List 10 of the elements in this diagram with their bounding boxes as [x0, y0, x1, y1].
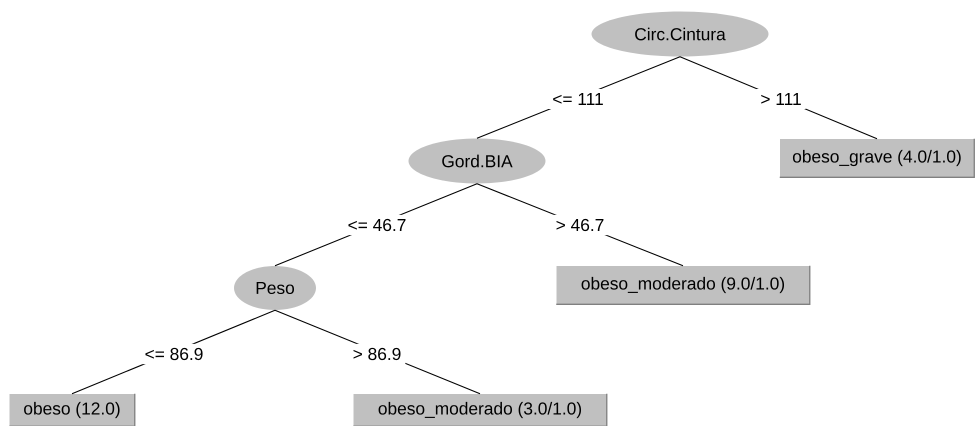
edge-label: <= 111 [548, 89, 608, 109]
edge-label: > 86.9 [348, 344, 406, 364]
edge-label: <= 86.9 [140, 344, 208, 364]
leaf-box: obeso (12.0) [9, 394, 136, 426]
edge-label: > 111 [756, 89, 806, 109]
edge-label: > 46.7 [552, 214, 608, 236]
leaf-box: obeso_moderado (9.0/1.0) [556, 266, 810, 305]
edge-label: <= 46.7 [344, 214, 410, 236]
leaf-box: obeso_moderado (3.0/1.0) [353, 394, 608, 426]
leaf-box: obeso_grave (4.0/1.0) [780, 138, 975, 178]
